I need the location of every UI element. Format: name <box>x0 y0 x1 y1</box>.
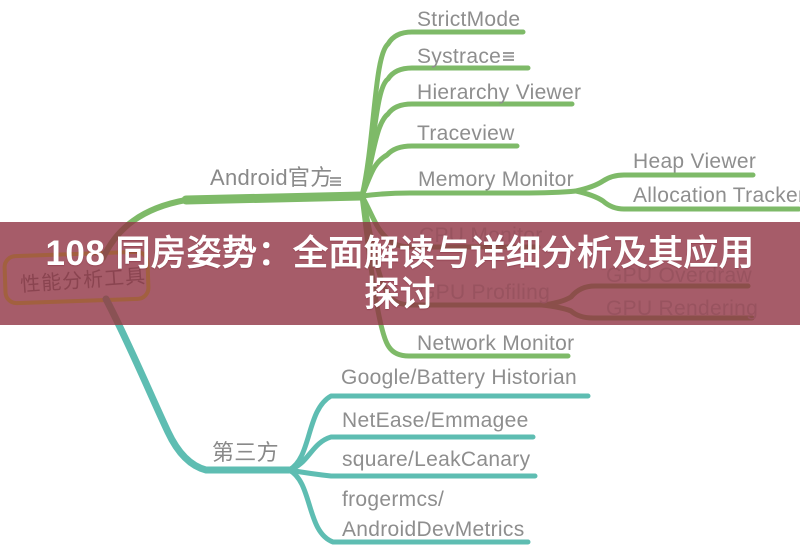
ghost-node-gpu-profiling: GPU Profiling <box>419 281 551 304</box>
banner-headline: 108 同房姿势：全面解读与详细分析及其应用 探讨 <box>0 222 800 325</box>
banner-title-line1: 108 同房姿势：全面解读与详细分析及其应用 <box>45 233 755 273</box>
ghost-branch-gpu-overdraw <box>539 283 751 308</box>
branch-memory-monitor <box>359 188 579 199</box>
node-allocation-tracker: Allocation Tracker <box>633 184 800 207</box>
thirdparty-branch-lines <box>102 295 591 545</box>
banner-title-line2: 探讨 <box>364 274 436 314</box>
ghost-node-gpu-rendering: GPU Rendering <box>606 297 759 320</box>
node-strictmode: StrictMode <box>417 8 521 31</box>
ghost-branch-thirdparty-trunk <box>102 295 123 325</box>
node-emmagee: NetEase/Emmagee <box>342 409 529 432</box>
branch-emmagee <box>286 434 536 473</box>
node-leakcanary: square/LeakCanary <box>342 448 531 471</box>
ghost-branch-gpu-rendering <box>539 302 755 321</box>
node-androiddevmetrics-line2: AndroidDevMetrics <box>342 518 525 541</box>
overlay-banner: 性能分析工具 CPU Monitor GPU Profiling GPU Ove… <box>0 222 800 325</box>
ghost-branch-android-to-root <box>100 222 137 261</box>
node-hierarchy-viewer: Hierarchy Viewer <box>417 81 582 104</box>
ghost-branch-gpu-profiling <box>365 222 545 308</box>
branch-heap-viewer <box>573 172 756 194</box>
node-memory-monitor: Memory Monitor <box>418 168 574 191</box>
node-androiddevmetrics-line1: frogermcs/ <box>342 488 445 511</box>
branch-android-trunk-underline <box>181 191 367 205</box>
ghost-node-cpu-monitor: CPU Monitor <box>419 224 543 247</box>
root-node-box <box>2 249 151 306</box>
node-android-official: Android官方 <box>210 165 333 190</box>
note-icon <box>330 177 341 186</box>
branch-thirdparty-trunk <box>102 295 293 474</box>
ghost-lines-svg <box>2 222 755 325</box>
branch-androiddevmetrics <box>286 467 531 545</box>
node-systrace: Systrace <box>417 45 502 68</box>
node-network-monitor: Network Monitor <box>417 332 575 355</box>
branch-hierarchy-viewer <box>359 101 575 199</box>
ghost-branch-network-monitor <box>362 222 384 325</box>
ghost-node-gpu-overdraw: GPU Overdraw <box>606 264 752 287</box>
branch-allocation-tracker <box>573 188 800 212</box>
node-battery-historian: Google/Battery Historian <box>341 366 577 389</box>
node-heap-viewer: Heap Viewer <box>633 150 757 173</box>
node-traceview: Traceview <box>417 122 515 145</box>
branch-traceview <box>359 143 520 199</box>
note-icon <box>503 52 514 61</box>
node-thirdparty: 第三方 <box>212 440 279 465</box>
ghost-branch-cpu-monitor <box>372 222 541 250</box>
